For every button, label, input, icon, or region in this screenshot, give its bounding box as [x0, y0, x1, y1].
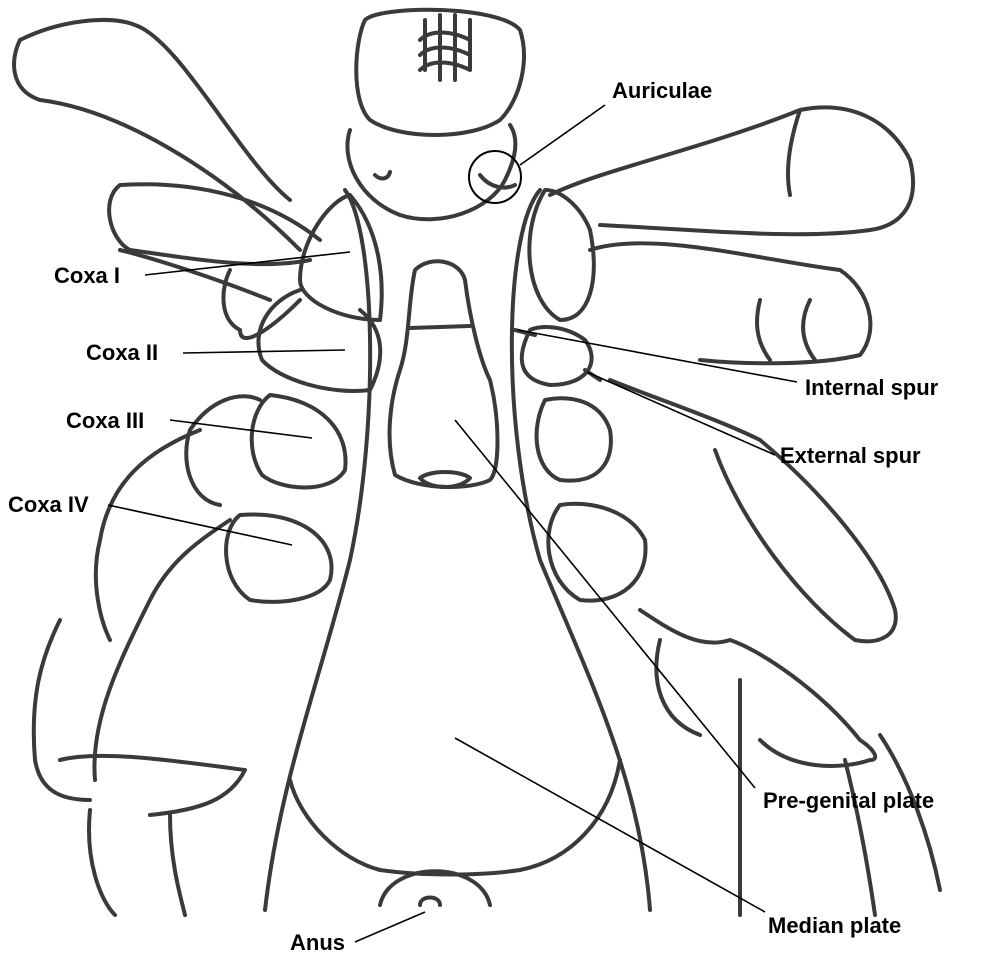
anal-valves	[418, 895, 442, 907]
coxa-r1-shape	[527, 188, 596, 322]
body-outline	[263, 188, 373, 912]
coxa-iii-leader	[169, 419, 313, 439]
left-leg-1	[12, 18, 322, 267]
leader-lines	[107, 104, 798, 943]
external-spur-leader	[586, 371, 776, 456]
anal-area	[378, 869, 492, 907]
auriculae-highlight-circle	[468, 150, 522, 204]
hypostome-teeth	[418, 13, 472, 82]
body-outline-right	[509, 188, 652, 912]
pre-genital-plate-leader	[454, 419, 756, 789]
coxa-r4-shape	[546, 501, 648, 603]
label-internal-spur: Internal spur	[805, 375, 939, 400]
right-leg-2	[588, 241, 873, 366]
label-coxa-iv: Coxa IV	[8, 492, 89, 517]
auriculae-hook-left	[373, 170, 392, 181]
auriculae-leader	[519, 104, 606, 166]
basis-capituli	[345, 123, 518, 222]
label-coxa-ii: Coxa II	[86, 340, 158, 365]
label-coxa-i: Coxa I	[54, 263, 120, 288]
coxa-iv-shape	[224, 512, 334, 604]
right-leg-4	[638, 608, 942, 917]
label-anus: Anus	[290, 930, 345, 955]
pre-genital-plate-shape	[387, 259, 500, 489]
coxa-iii-shape	[249, 393, 348, 490]
median-plate-leader	[454, 737, 766, 913]
right-leg-1	[548, 105, 916, 237]
label-auriculae: Auriculae	[612, 78, 712, 103]
genital-aperture	[418, 470, 472, 489]
auriculae-hook-right	[478, 173, 517, 190]
label-coxa-iii: Coxa III	[66, 408, 144, 433]
coxa-r2-shape	[519, 325, 594, 387]
median-plate-shape	[288, 758, 622, 877]
left-leg-4	[31, 518, 247, 917]
anus-leader	[354, 911, 426, 943]
right-leg-3	[608, 378, 898, 644]
internal-spur-leader	[517, 329, 798, 383]
coxa-i-leader	[144, 251, 351, 276]
label-median-plate: Median plate	[768, 913, 901, 938]
label-pre-genital-plate: Pre-genital plate	[763, 788, 934, 813]
coxa-ii-shape	[256, 288, 383, 393]
pre-genital-plate-band	[408, 324, 472, 330]
coxa-i-shape	[298, 193, 384, 322]
coxa-iv-leader	[107, 504, 293, 546]
left-leg-3	[93, 394, 262, 642]
tick-outline	[12, 7, 942, 917]
coxa-ii-leader	[182, 349, 346, 354]
left-leg-2	[118, 248, 302, 340]
coxa-r3-shape	[534, 396, 613, 483]
label-external-spur: External spur	[780, 443, 921, 468]
capitulum	[354, 7, 526, 137]
